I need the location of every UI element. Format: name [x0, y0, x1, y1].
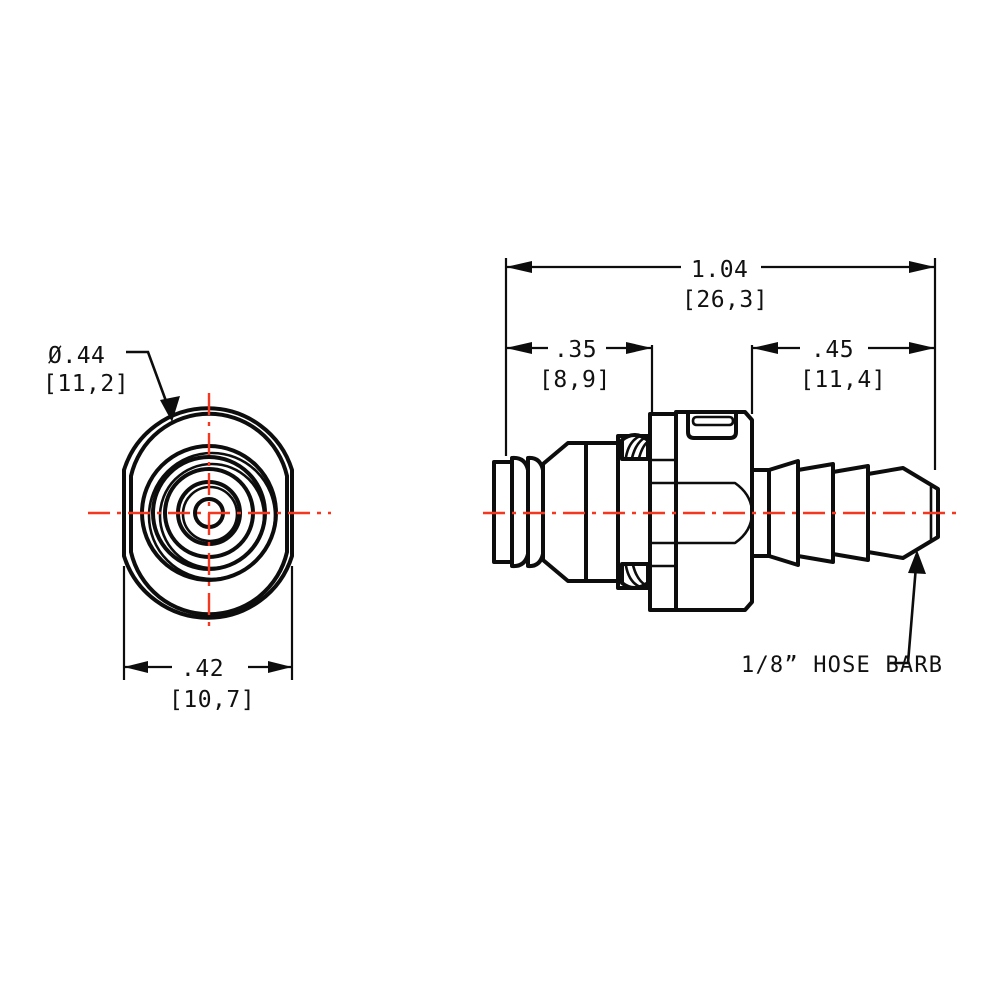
front-width-value-imperial: .42 — [181, 656, 224, 682]
barb-arrow-left — [752, 342, 778, 354]
diameter-leader-line — [126, 350, 172, 413]
front-ring-3-offset — [158, 462, 266, 570]
side-main-body — [674, 410, 754, 612]
front-outer-ring-inner — [129, 411, 289, 617]
diameter-value-imperial: Ø.44 — [48, 343, 105, 369]
overall-arrow-left — [506, 261, 532, 273]
overall-value-metric: [26,3] — [682, 287, 768, 313]
side-latch-hatch-top-b — [630, 435, 648, 460]
barb-value-metric: [11,4] — [800, 367, 886, 393]
front-width-arrow-left — [124, 661, 148, 673]
insert-length-dimension-group: .35 [8,9] — [506, 337, 654, 414]
side-latch-hatch-bot-b — [631, 563, 649, 588]
front-ring-2-offset — [147, 451, 277, 581]
front-width-dimension-group: .42 [10,7] — [122, 566, 294, 713]
insert-value-metric: [8,9] — [539, 367, 611, 393]
barb-arrow-right — [909, 342, 935, 354]
diameter-leader-arrowhead — [160, 396, 180, 422]
hose-barb-leader-arrowhead — [908, 550, 926, 574]
overall-value-imperial: 1.04 — [691, 257, 748, 283]
overall-arrow-right — [909, 261, 935, 273]
side-profile-view — [483, 410, 961, 612]
side-latch-hatch-bot-a — [624, 564, 642, 589]
overall-length-dimension-group: 1.04 [26,3] — [504, 257, 937, 470]
front-end-view — [88, 393, 331, 633]
front-width-arrow-right — [268, 661, 292, 673]
hose-barb-note-text: 1/8” HOSE BARB — [741, 653, 943, 678]
hose-barb-leader-line — [890, 565, 918, 665]
insert-arrow-right — [626, 342, 652, 354]
front-width-value-metric: [10,7] — [169, 687, 255, 713]
barb-length-dimension-group: .45 [11,4] — [750, 337, 935, 414]
side-latch-hatch-top-a — [624, 434, 642, 459]
diameter-value-metric: [11,2] — [43, 371, 129, 397]
side-body-slot-inner — [691, 415, 735, 427]
hose-barb-note-group: 1/8” HOSE BARB — [741, 550, 943, 678]
diameter-dimension-group: Ø.44 [11,2] — [43, 343, 180, 422]
insert-value-imperial: .35 — [554, 337, 597, 363]
insert-arrow-left — [506, 342, 532, 354]
barb-value-imperial: .45 — [811, 337, 854, 363]
